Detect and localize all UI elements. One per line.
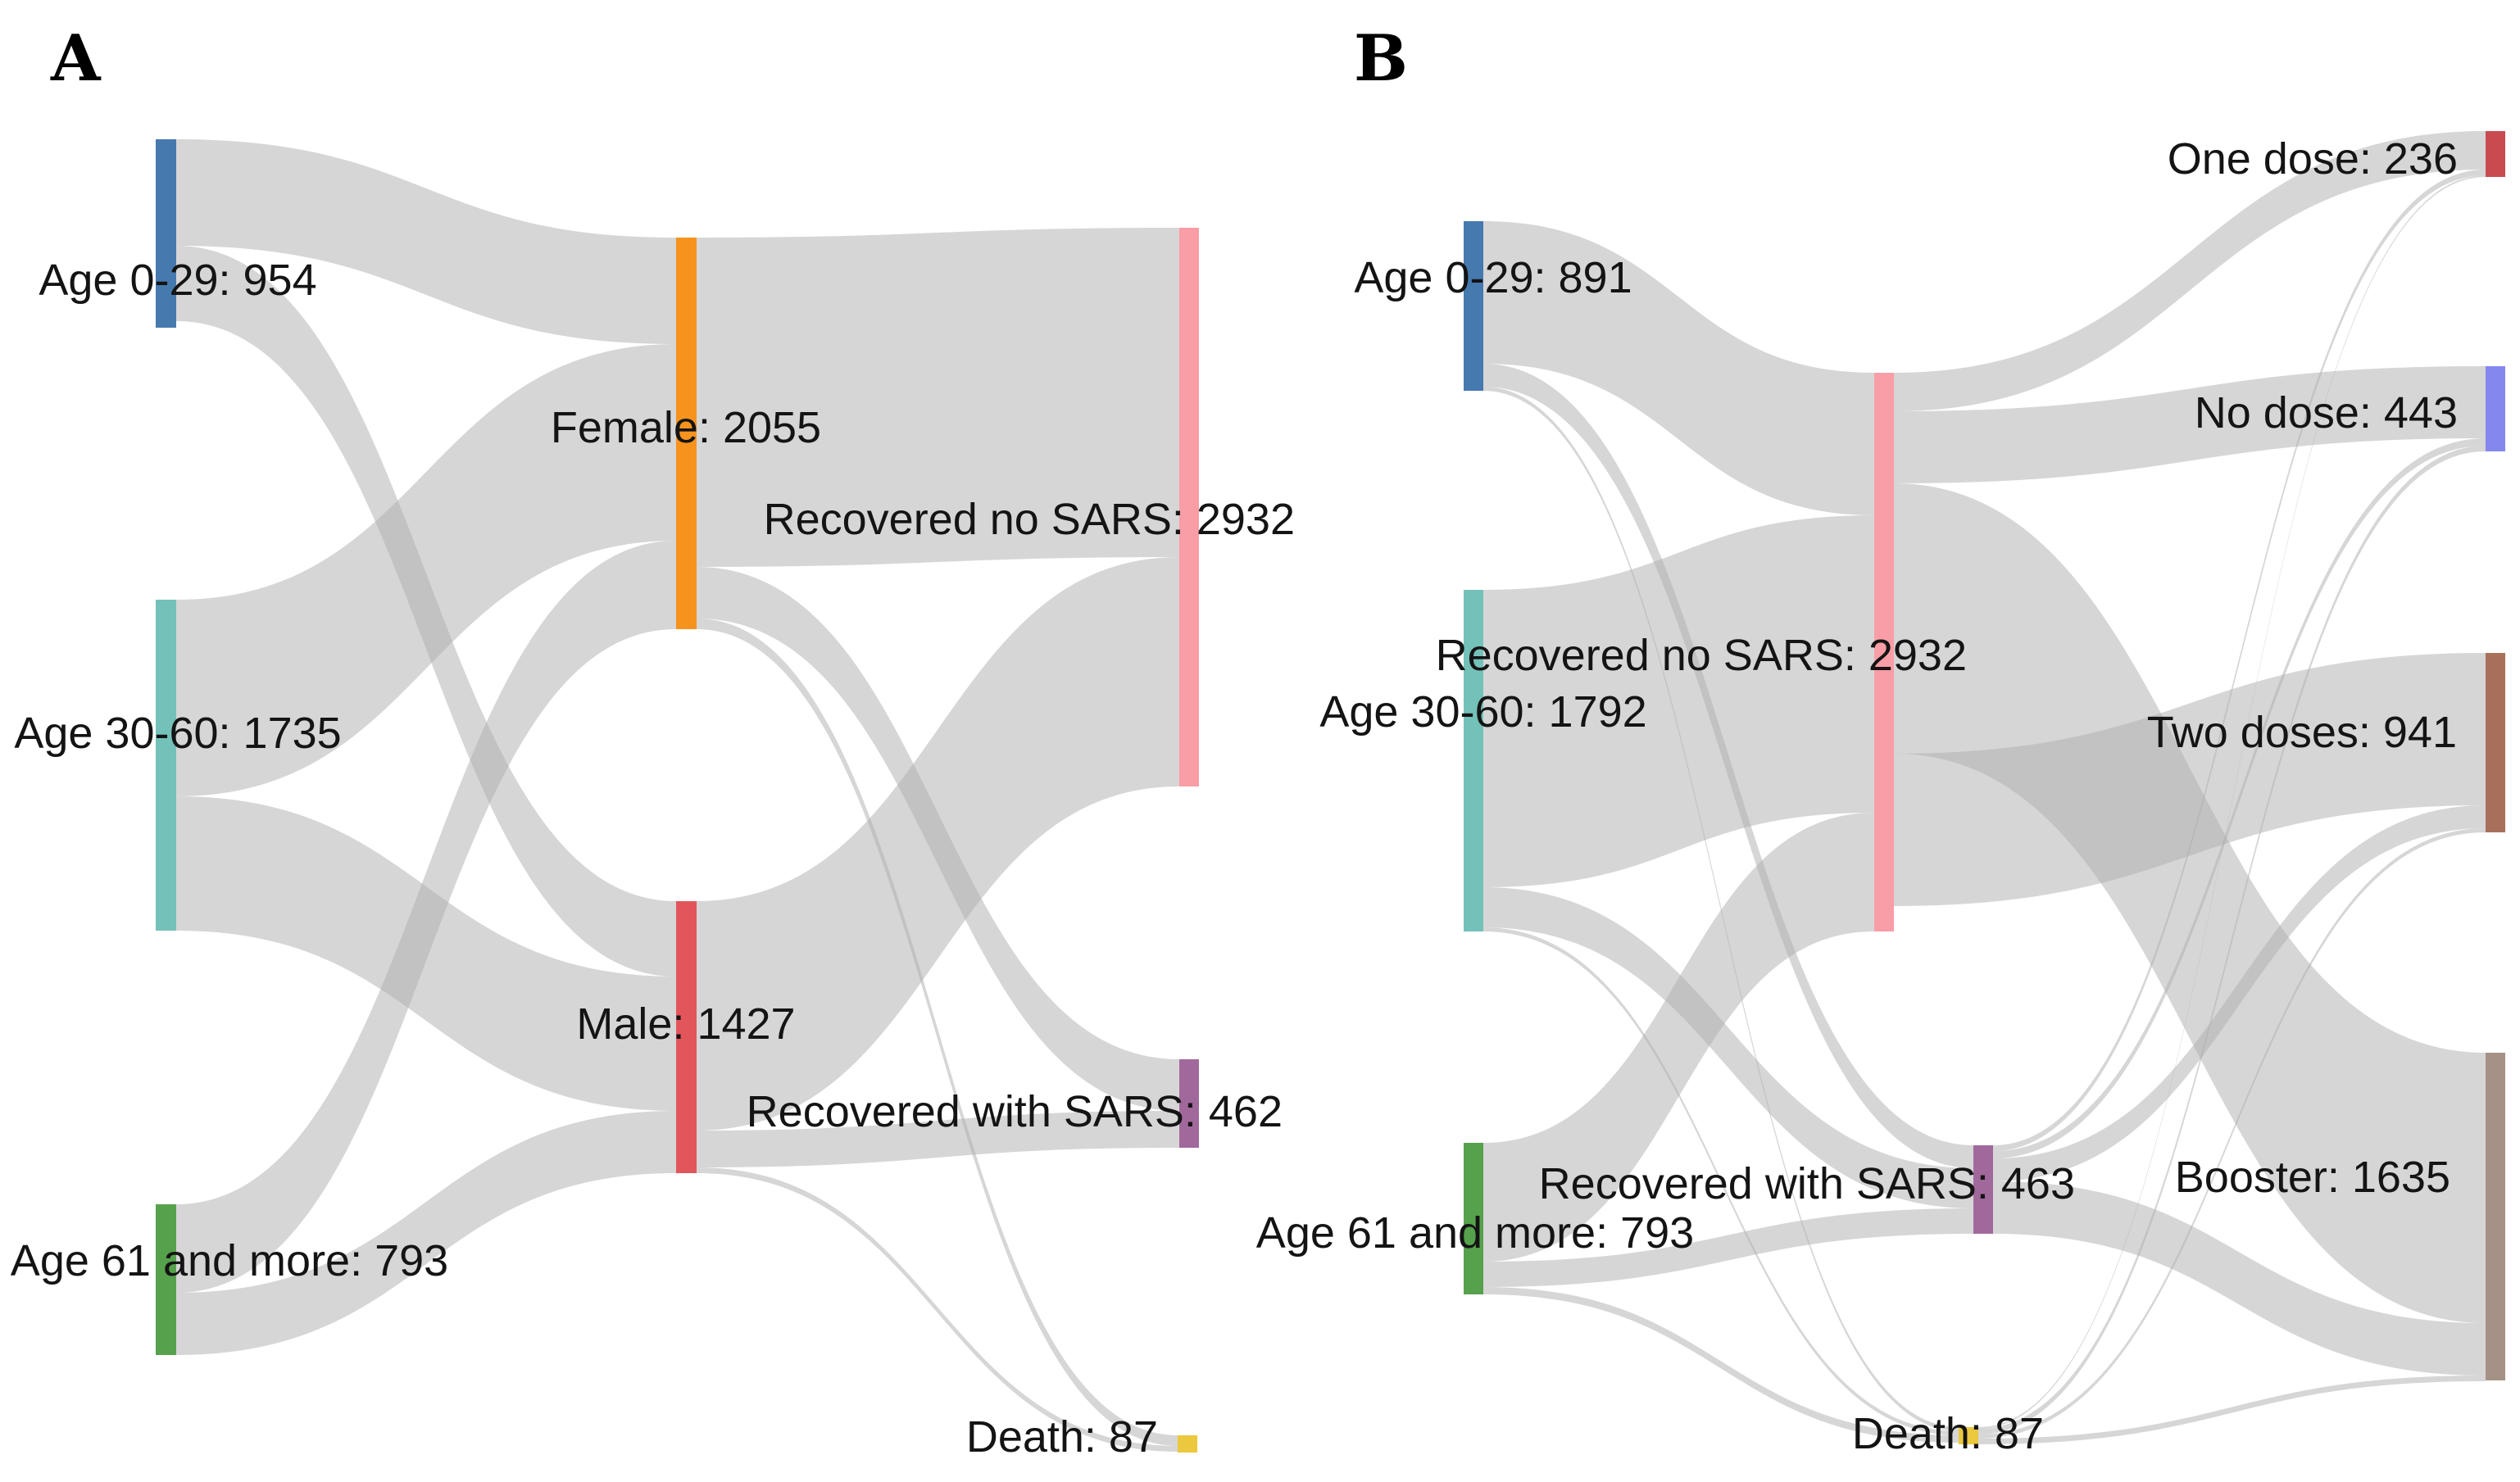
flow-male-to-death — [697, 1167, 1178, 1452]
flow-age-61-more-to-recovered-with-sars — [1483, 1208, 1973, 1287]
node-A-age-0-29[interactable] — [156, 139, 176, 328]
flow-recovered-no-sars-to-two-doses — [1894, 653, 2486, 906]
flows-layer — [176, 131, 2486, 1452]
node-label-A-age-0-29: Age 0-29: 954 — [39, 256, 316, 305]
flow-age-0-29-to-female — [176, 139, 676, 344]
node-B-age-0-29[interactable] — [1464, 221, 1483, 391]
node-label-B-no-dose: No dose: 443 — [2195, 388, 2458, 437]
flow-age-30-60-to-female — [176, 344, 676, 796]
flow-age-61-more-to-female — [176, 541, 676, 1293]
flow-age-61-more-to-male — [176, 1111, 676, 1355]
node-label-B-recovered-with-sars: Recovered with SARS: 463 — [1539, 1159, 2075, 1208]
node-B-no-dose[interactable] — [2486, 366, 2505, 451]
flow-death-to-booster — [1978, 1375, 2486, 1444]
node-label-B-age-61-more: Age 61 and more: 793 — [1256, 1208, 1694, 1258]
flow-death-to-two-doses — [1978, 828, 2486, 1439]
node-B-two-doses[interactable] — [2486, 653, 2505, 832]
flow-recovered-no-sars-to-booster — [1894, 483, 2486, 1323]
node-A-death[interactable] — [1178, 1435, 1197, 1453]
flow-recovered-with-sars-to-booster — [1993, 1181, 2486, 1375]
flow-death-to-one-dose — [1978, 175, 2486, 1429]
flow-death-to-no-dose — [1978, 446, 2486, 1434]
node-A-male[interactable] — [676, 901, 697, 1173]
flow-male-to-recovered-with-sars — [697, 1111, 1179, 1167]
node-label-B-age-0-29: Age 0-29: 891 — [1354, 253, 1632, 302]
node-B-one-dose[interactable] — [2486, 131, 2505, 177]
node-A-age-30-60[interactable] — [156, 600, 176, 931]
flow-recovered-with-sars-to-two-doses — [1993, 805, 2486, 1181]
flow-age-0-29-to-recovered-no-sars — [1483, 221, 1874, 515]
node-B-recovered-with-sars[interactable] — [1973, 1145, 1993, 1234]
node-label-A-male: Male: 1427 — [576, 999, 795, 1049]
node-label-A-age-61-more: Age 61 and more: 793 — [11, 1236, 448, 1285]
flow-age-61-more-to-recovered-no-sars — [1483, 813, 1874, 1262]
flow-recovered-with-sars-to-one-dose — [1993, 170, 2486, 1151]
node-label-B-one-dose: One dose: 236 — [2168, 134, 2458, 184]
node-label-A-death: Death: 87 — [966, 1412, 1158, 1462]
node-A-age-61-more[interactable] — [156, 1204, 176, 1355]
node-B-age-30-60[interactable] — [1464, 590, 1483, 931]
node-label-B-two-doses: Two doses: 941 — [2147, 708, 2457, 757]
node-label-B-death: Death: 87 — [1852, 1409, 2044, 1458]
flow-male-to-recovered-no-sars — [697, 557, 1179, 1131]
node-B-death[interactable] — [1959, 1427, 1978, 1444]
node-label-A-recovered-with-sars: Recovered with SARS: 462 — [747, 1087, 1283, 1136]
flow-recovered-no-sars-to-one-dose — [1894, 131, 2486, 411]
node-label-B-recovered-no-sars: Recovered no SARS: 2932 — [1436, 631, 1967, 680]
node-label-A-age-30-60: Age 30-60: 1735 — [14, 709, 341, 758]
node-A-recovered-no-sars[interactable] — [1179, 228, 1199, 786]
flow-age-30-60-to-recovered-with-sars — [1483, 887, 1973, 1208]
node-B-age-61-more[interactable] — [1464, 1143, 1483, 1294]
node-B-booster[interactable] — [2486, 1053, 2505, 1380]
flow-age-30-60-to-recovered-no-sars — [1483, 515, 1874, 887]
flow-female-to-recovered-no-sars — [697, 228, 1179, 567]
flow-female-to-death — [697, 619, 1178, 1446]
node-label-B-booster: Booster: 1635 — [2175, 1153, 2450, 1202]
node-label-B-age-30-60: Age 30-60: 1792 — [1319, 687, 1646, 736]
flow-recovered-no-sars-to-no-dose — [1894, 366, 2486, 483]
nodes-layer — [156, 131, 2505, 1453]
flow-age-30-60-to-death — [1483, 927, 1959, 1435]
node-B-recovered-no-sars[interactable] — [1874, 373, 1894, 931]
node-A-female[interactable] — [676, 238, 697, 629]
node-A-recovered-with-sars[interactable] — [1179, 1059, 1199, 1148]
panel-b-letter: B — [1354, 21, 1408, 96]
flow-recovered-with-sars-to-no-dose — [1993, 438, 2486, 1158]
node-label-A-female: Female: 2055 — [551, 403, 821, 452]
panel-a-letter: A — [50, 21, 102, 96]
node-label-A-recovered-no-sars: Recovered no SARS: 2932 — [764, 495, 1295, 544]
flow-age-61-more-to-death — [1483, 1287, 1959, 1443]
flow-age-0-29-to-death — [1483, 387, 1959, 1431]
